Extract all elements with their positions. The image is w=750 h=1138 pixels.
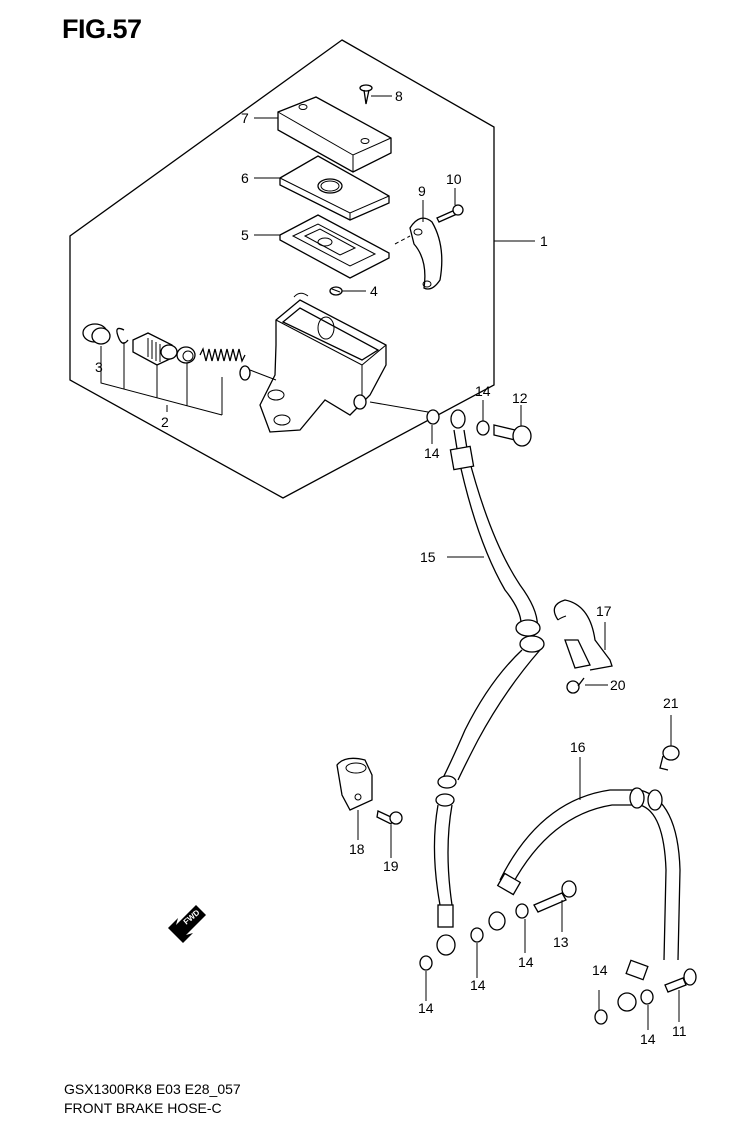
callout-17: 17: [596, 603, 612, 619]
washers-part: [419, 903, 654, 1025]
callout-13: 13: [553, 934, 569, 950]
clip-part: [329, 286, 343, 296]
callout-19: 19: [383, 858, 399, 874]
callout-6: 6: [241, 170, 249, 186]
brake-hose-upper-part: [433, 429, 545, 956]
callout-7: 7: [241, 110, 249, 126]
callout-12: 12: [512, 390, 528, 406]
callout-10: 10: [446, 171, 462, 187]
model-code: GSX1300RK8 E03 E28_057: [64, 1081, 241, 1097]
holder-bolt-part: [376, 810, 403, 825]
hose-guide-bracket-part: [553, 599, 613, 671]
hose-clamp-part: [659, 745, 680, 771]
callout-21: 21: [663, 695, 679, 711]
figure-caption: FRONT BRAKE HOSE-C: [64, 1100, 222, 1116]
callout-labels: 1 2 3 4 5 6 7 8 9 10 11 12 13 14 14 14 1…: [95, 88, 687, 1047]
diaphragm-part: [279, 214, 390, 279]
callout-4: 4: [370, 283, 378, 299]
union-bolt-middle-part: [533, 880, 577, 913]
union-bolt-upper-part: [369, 401, 532, 447]
callout-14b: 14: [475, 383, 491, 399]
figure-title: FIG.57: [62, 14, 142, 44]
reservoir-cap-part: [277, 96, 392, 173]
callout-3: 3: [95, 359, 103, 375]
callout-14d: 14: [470, 977, 486, 993]
callout-15: 15: [420, 549, 436, 565]
callout-5: 5: [241, 227, 249, 243]
callout-18: 18: [349, 841, 365, 857]
master-cylinder-assembly-outline: [69, 39, 495, 499]
callout-11: 11: [672, 1023, 687, 1039]
callout-14f: 14: [592, 962, 608, 978]
callout-14c: 14: [418, 1000, 434, 1016]
callout-1: 1: [540, 233, 548, 249]
leader-lines: [166, 95, 680, 1030]
callout-14a: 14: [424, 445, 440, 461]
callout-16: 16: [570, 739, 586, 755]
callout-20: 20: [610, 677, 626, 693]
clamp-holder-part: [394, 217, 443, 290]
union-bolt-lower-part: [664, 968, 697, 993]
callout-14g: 14: [640, 1031, 656, 1047]
piston-kit-part: [82, 323, 277, 416]
diaphragm-plate-part: [279, 155, 390, 221]
callout-2: 2: [161, 414, 169, 430]
callout-14e: 14: [518, 954, 534, 970]
cap-screw-part: [359, 84, 373, 105]
master-cylinder-body-part: [259, 292, 387, 433]
callout-8: 8: [395, 88, 403, 104]
hose-holder-part: [336, 757, 373, 811]
clamp-bolt-part: [436, 204, 464, 223]
brake-hose-lower-part: [488, 787, 681, 1012]
fwd-arrow-icon: FWD: [168, 905, 206, 943]
callout-9: 9: [418, 183, 426, 199]
figure-footer: GSX1300RK8 E03 E28_057 FRONT BRAKE HOSE-…: [64, 1080, 241, 1118]
bracket-bolt-part: [566, 677, 585, 694]
